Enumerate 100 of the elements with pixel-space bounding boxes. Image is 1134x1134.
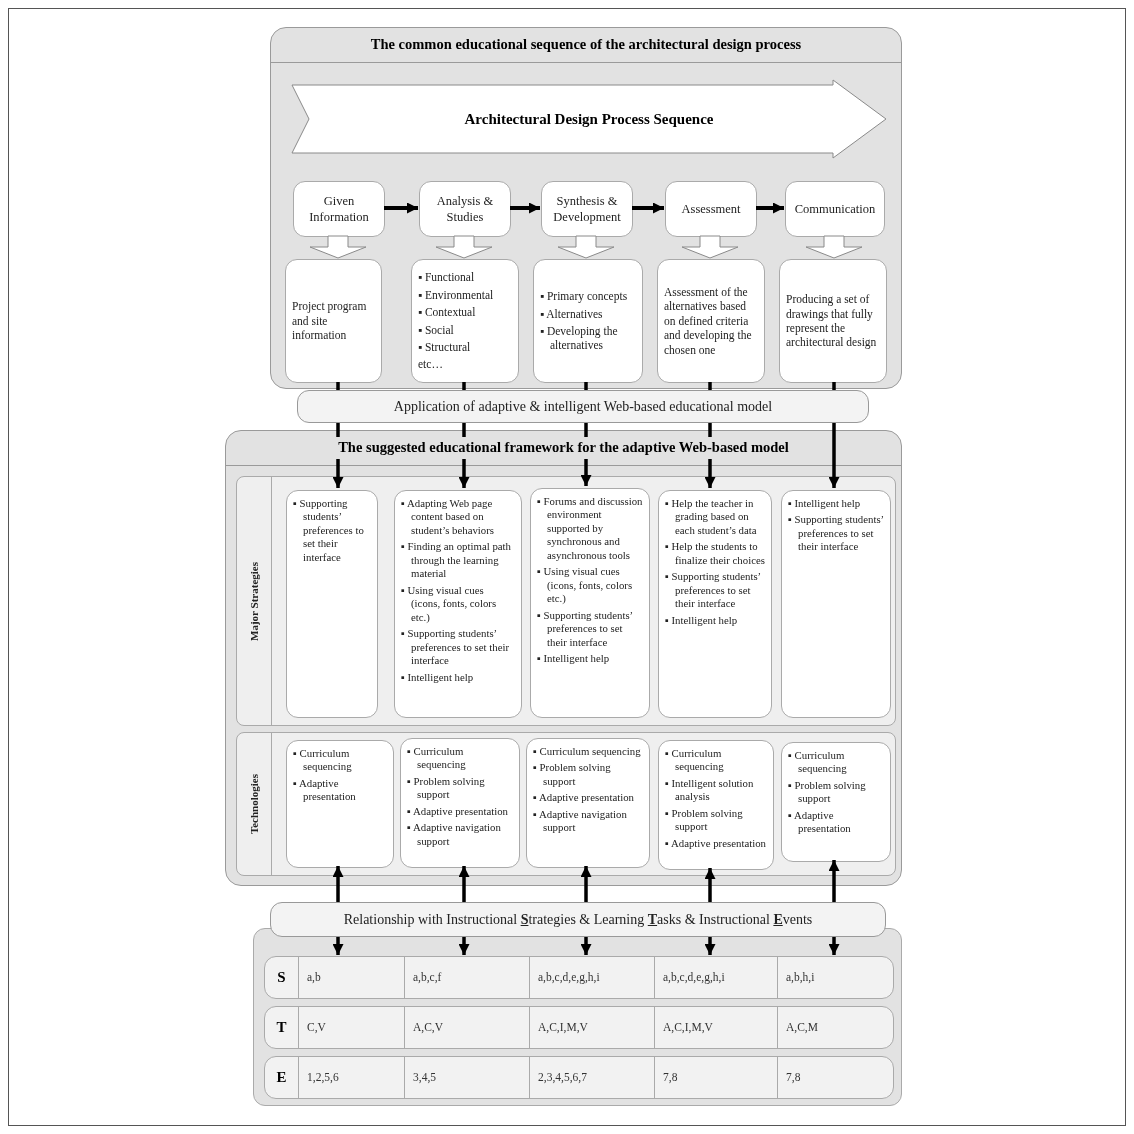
bullet-item: ▪ Using visual cues (icons, fonts, colors etc.)	[401, 583, 498, 625]
step-label: Given Information	[308, 192, 370, 226]
block-arrow	[309, 235, 367, 259]
bullet-item: ▪ Curriculum sequencing	[665, 747, 725, 774]
bullet-item: ▪ Social	[418, 322, 455, 337]
arrow	[458, 866, 470, 902]
table-cell-text: 2,3,4,5,6,7	[538, 1069, 587, 1085]
arrow	[384, 202, 418, 214]
arrow	[828, 423, 840, 488]
arrow	[828, 860, 840, 902]
bullet-item: ▪ Help the teacher in grading based on each student’s data	[665, 497, 758, 538]
connector-line	[462, 382, 466, 390]
table-row	[264, 956, 894, 999]
bullet-item: ▪ Contextual	[418, 305, 477, 320]
process-step-box	[419, 181, 511, 237]
bullet-item: ▪ Problem solving support	[533, 761, 612, 789]
arrow	[580, 866, 592, 902]
row-key: E	[276, 1066, 287, 1089]
content-card	[657, 259, 765, 383]
arrow	[580, 937, 592, 955]
bullet-item: ▪ Intelligent help	[788, 497, 862, 511]
table-cell-text: a,b,c,d,e,g,h,i	[538, 969, 600, 986]
row-panel	[236, 476, 896, 726]
bullet-item: ▪ Adaptive presentation	[407, 804, 509, 819]
table-cell-text: a,b,c,f	[413, 969, 442, 985]
arrow	[828, 937, 840, 955]
content-card	[526, 738, 650, 868]
bullet-item: ▪ Intelligent help	[537, 652, 611, 666]
banner-text: Application of adaptive & intelligent Web-based educational model	[393, 398, 773, 416]
section-panel	[225, 430, 902, 886]
bullet-item: ▪ Help the students to finalize their choices	[665, 540, 765, 568]
content-card	[400, 738, 520, 868]
table-cell-text: a,b,c,d,e,g,h,i	[663, 969, 725, 986]
table-cell-text: 1,2,5,6	[307, 1069, 339, 1085]
table-cell-text: A,C,M	[786, 1019, 818, 1035]
bullet-item: ▪ Alternatives	[540, 306, 604, 321]
table-cell-text: 3,4,5	[413, 1069, 436, 1085]
table-panel	[253, 928, 902, 1106]
row-panel	[236, 732, 896, 876]
bullet-item: ▪ Supporting students’ preferences to set their interface	[788, 513, 884, 554]
table-cell-text: A,C,I,M,V	[538, 1019, 588, 1035]
table-cell-text: a,b,h,i	[786, 969, 815, 985]
bullet-item: ▪ Adapting Web page content based on student’s behaviors	[401, 497, 496, 538]
content-card	[285, 259, 382, 383]
content-card	[779, 259, 887, 383]
arrow	[756, 202, 784, 214]
block-arrow	[557, 235, 615, 259]
arrow	[704, 868, 716, 902]
bullet-item: ▪ Structural	[418, 339, 472, 355]
bullet-item: ▪ Finding an optimal path through the learning material	[401, 540, 512, 581]
process-step-box	[785, 181, 885, 237]
step-label: Analysis & Studies	[435, 192, 495, 226]
bullet-item: ▪ Curriculum sequencing	[407, 745, 467, 772]
bullet-item: ▪ Primary concepts	[540, 289, 629, 304]
bullet-item: ▪ Forums and discussion environment supported by synchronous and asynchronous tools	[537, 495, 643, 563]
table-row	[264, 1006, 894, 1049]
bullet-item: ▪ Problem solving support	[407, 774, 486, 802]
bullet-item: ▪ Adaptive presentation	[533, 791, 635, 805]
table-cell-text: C,V	[307, 1019, 326, 1035]
connector-line	[708, 382, 712, 390]
card-text: Assessment of the alternatives based on defined criteria and developing the chosen one	[664, 285, 753, 357]
arrow	[510, 202, 540, 214]
banner-text: Relationship with Instructional Strategies & Learning Tasks & Instructional Events	[343, 911, 813, 929]
step-label: Assessment	[681, 200, 741, 218]
card-text: etc…	[418, 357, 444, 372]
card-text: Producing a set of drawings that fully represent the architectural design	[786, 292, 878, 350]
bullet-item: ▪ Adaptive navigation support	[533, 807, 628, 835]
bullet-item: ▪ Curriculum sequencing	[293, 747, 353, 774]
bullet-item: ▪ Adaptive presentation	[665, 836, 767, 851]
bullet-item: ▪ Intelligent solution analysis	[665, 776, 755, 804]
arrow	[704, 937, 716, 955]
process-step-box	[665, 181, 757, 237]
table-cell-text: 7,8	[786, 1069, 801, 1085]
banner-bar	[270, 902, 886, 937]
process-step-box	[293, 181, 385, 237]
connector-line	[832, 382, 836, 390]
bullet-item: ▪ Developing the alternatives	[540, 324, 619, 353]
step-label: Communication	[794, 200, 876, 218]
bullet-item: ▪ Problem solving support	[788, 778, 867, 806]
bullet-item: ▪ Problem solving support	[665, 806, 744, 834]
banner-bar	[297, 390, 869, 423]
section-panel	[270, 27, 902, 389]
table-cell-text: A,C,I,M,V	[663, 1019, 713, 1035]
block-arrow	[681, 235, 739, 259]
bullet-item: ▪ Intelligent help	[665, 613, 739, 628]
content-card	[781, 490, 891, 718]
table-cell-text: A,C,V	[413, 1019, 444, 1035]
table-cell-text: a,b	[307, 969, 321, 985]
content-card	[411, 259, 519, 383]
bullet-item: ▪ Curriculum sequencing	[533, 745, 642, 759]
content-card	[394, 490, 522, 718]
connector-line	[584, 382, 588, 390]
bullet-item: ▪ Supporting students’ preferences to set their interface	[293, 497, 365, 565]
process-step-box	[541, 181, 633, 237]
bullet-item: ▪ Intelligent help	[401, 670, 475, 685]
table-row	[264, 1056, 894, 1099]
arrow	[458, 937, 470, 955]
arrow	[632, 202, 664, 214]
arrow-label: Architectural Design Process Sequence	[464, 109, 714, 129]
connector-line	[336, 382, 340, 390]
